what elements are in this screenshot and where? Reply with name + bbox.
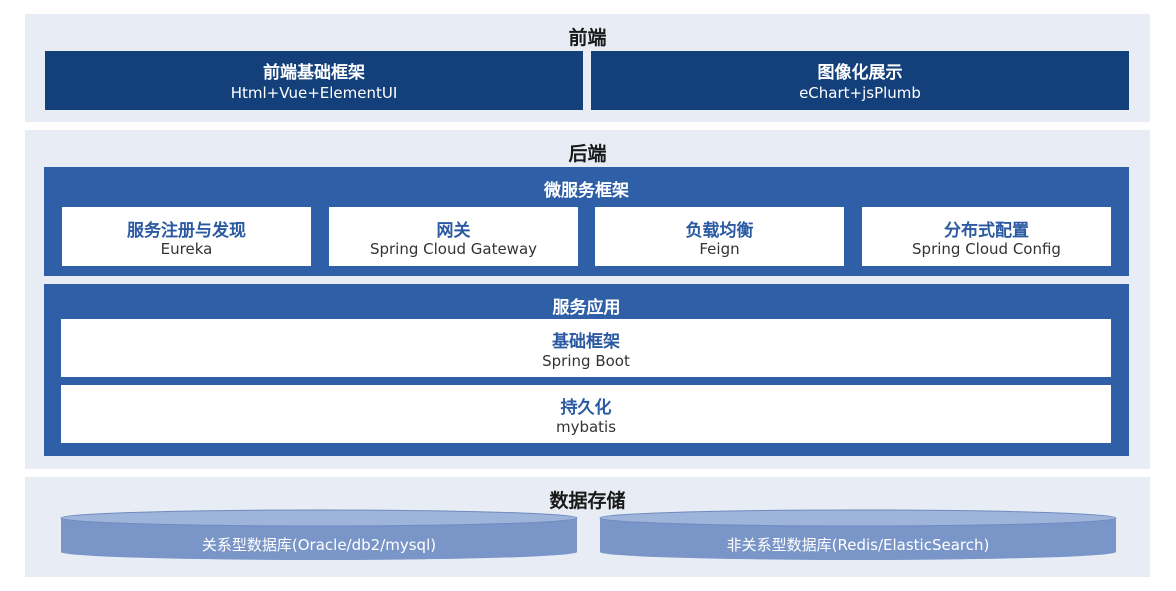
distributed-config-title: 分布式配置 [944,221,1029,241]
relational-database-label: 关系型数据库(Oracle/db2/mysql) [201,536,437,554]
service-application-title: 服务应用 [552,298,621,318]
service-registry-box: 服务注册与发现 Eureka [62,207,311,266]
load-balancing-title: 负载均衡 [685,221,754,241]
backend-layer: 后端 微服务框架 服务注册与发现 Eureka 网关 Spring Cloud … [25,130,1150,469]
relational-database-cylinder: 关系型数据库(Oracle/db2/mysql) [60,509,578,561]
service-application-box: 服务应用 基础框架 Spring Boot 持久化 mybatis [44,284,1129,456]
service-registry-subtitle: Eureka [160,240,213,258]
load-balancing-box: 负载均衡 Feign [595,207,844,266]
persistence-title: 持久化 [560,398,612,418]
gateway-title: 网关 [436,221,471,241]
persistence-subtitle: mybatis [555,418,617,436]
nonrelational-database-cylinder: 非关系型数据库(Redis/ElasticSearch) [599,509,1117,561]
frontend-layer: 前端 前端基础框架 Html+Vue+ElementUI 图像化展示 eChar… [25,14,1150,122]
backend-title: 后端 [568,143,607,165]
frontend-framework-subtitle: Html+Vue+ElementUI [230,84,398,102]
visualization-title: 图像化展示 [817,63,903,83]
nonrelational-database-label: 非关系型数据库(Redis/ElasticSearch) [726,536,990,554]
frontend-framework-title: 前端基础框架 [263,63,365,83]
distributed-config-box: 分布式配置 Spring Cloud Config [862,207,1111,266]
load-balancing-subtitle: Feign [699,240,740,258]
distributed-config-subtitle: Spring Cloud Config [912,240,1061,258]
frontend-framework-box: 前端基础框架 Html+Vue+ElementUI [45,51,583,110]
visualization-subtitle: eChart+jsPlumb [799,84,921,102]
base-framework-title: 基础框架 [552,332,620,352]
microservice-framework-title: 微服务框架 [544,181,629,201]
gateway-subtitle: Spring Cloud Gateway [369,240,538,258]
nonrelational-database-icon [599,509,1117,560]
gateway-box: 网关 Spring Cloud Gateway [329,207,578,266]
storage-title: 数据存储 [549,490,626,512]
base-framework-subtitle: Spring Boot [542,352,630,370]
frontend-title: 前端 [568,27,607,49]
service-registry-title: 服务注册与发现 [127,221,246,241]
microservice-framework-box: 微服务框架 服务注册与发现 Eureka 网关 Spring Cloud Gat… [44,167,1129,276]
relational-database-icon [60,509,578,560]
visualization-box: 图像化展示 eChart+jsPlumb [591,51,1129,110]
storage-layer: 数据存储 关系型数据库(Oracle/db2/mysql) 非关系型数据库(Re… [25,477,1150,577]
persistence-box: 持久化 mybatis [61,385,1111,443]
base-framework-box: 基础框架 Spring Boot [61,319,1111,377]
